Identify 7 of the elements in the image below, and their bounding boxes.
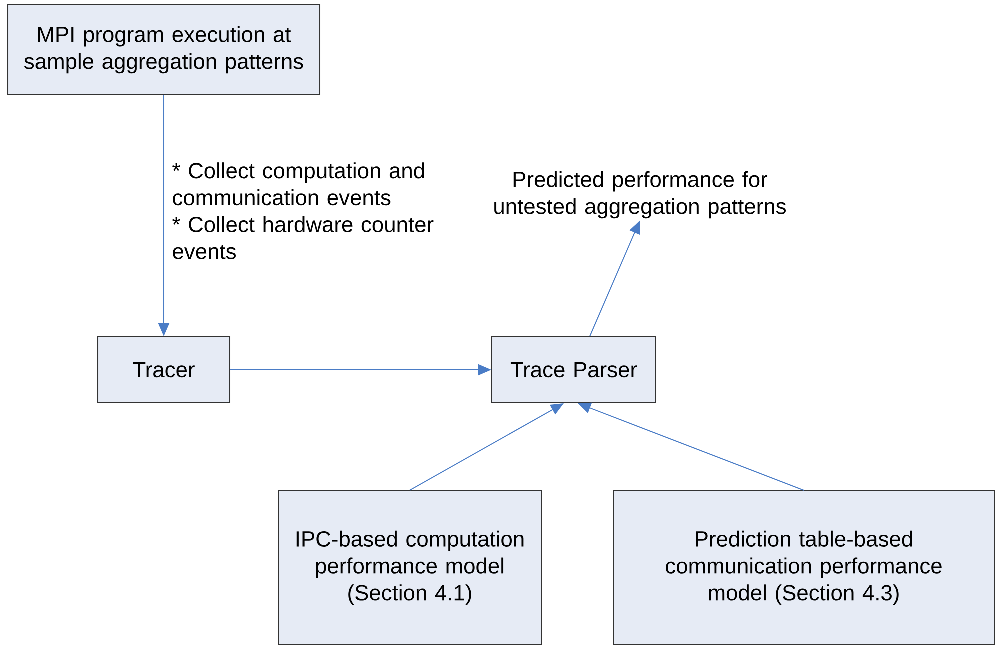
process-box: Trace Parser [492,336,656,404]
edge-label: * Collect computation and communication events * Collect hardware counter events [172,162,434,260]
process-box: IPC-based computation performance model (Section 4.1) [278,490,542,646]
process-box: MPI program execution at sample aggregation patterns [8,4,320,96]
result-text: Predicted performance for untested aggregation patterns [494,171,786,219]
process-box: Prediction table-based communication performance model (Section 4.3) [613,490,995,646]
process-box: Tracer [98,336,230,404]
